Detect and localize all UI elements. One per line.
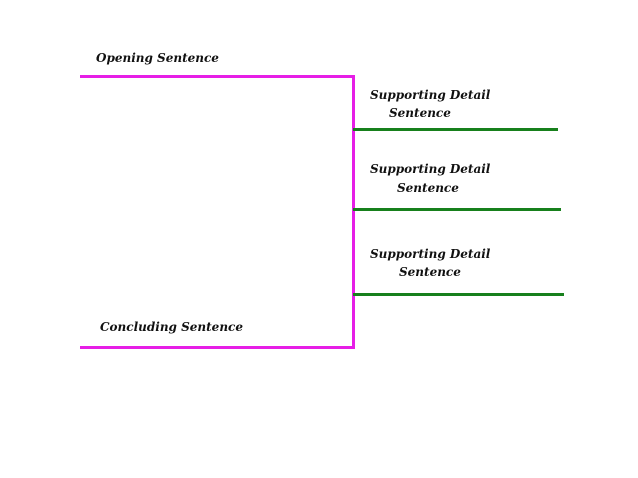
concluding-sentence-label: Concluding Sentence bbox=[100, 320, 243, 334]
opening-sentence-label: Opening Sentence bbox=[96, 51, 219, 65]
supporting-detail-2-label-line2: Sentence bbox=[397, 181, 459, 195]
supporting-detail-3-label-line1: Supporting Detail bbox=[370, 247, 491, 261]
paragraph-body-connector bbox=[352, 75, 355, 349]
supporting-detail-3-label-line2: Sentence bbox=[399, 265, 461, 279]
supporting-detail-2-line bbox=[353, 208, 561, 211]
supporting-detail-1-label-line1: Supporting Detail bbox=[370, 88, 491, 102]
supporting-detail-1-line bbox=[353, 128, 558, 131]
supporting-detail-1-label-line2: Sentence bbox=[389, 106, 451, 120]
supporting-detail-3-line bbox=[353, 293, 564, 296]
concluding-sentence-line bbox=[80, 346, 355, 349]
opening-sentence-line bbox=[80, 75, 355, 78]
supporting-detail-2-label-line1: Supporting Detail bbox=[370, 162, 491, 176]
